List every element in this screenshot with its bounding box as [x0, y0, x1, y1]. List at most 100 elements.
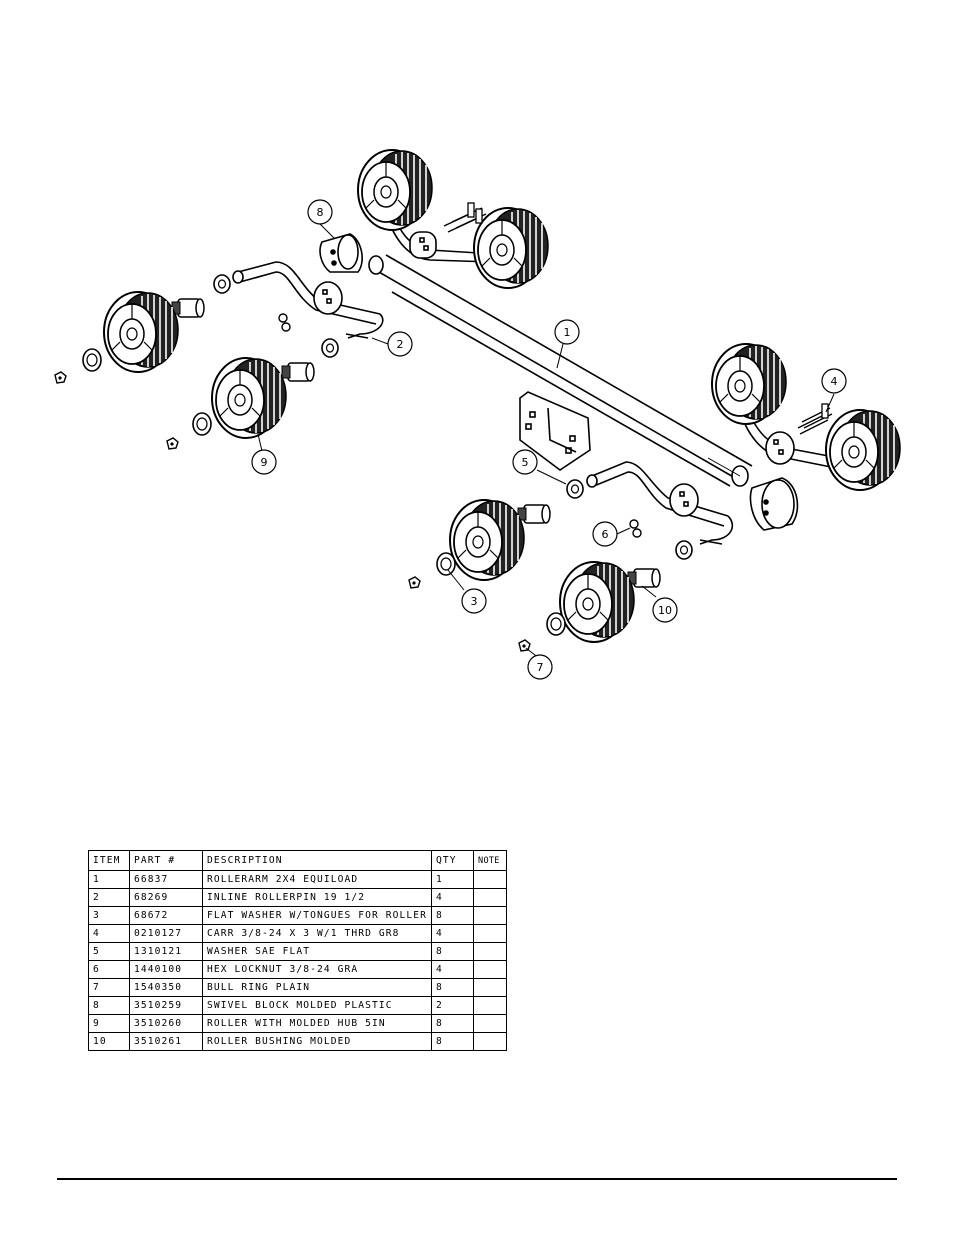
bushing-lower-a — [517, 504, 551, 524]
callout-4: 4 — [821, 368, 847, 394]
cell-description: BULL RING PLAIN — [201, 978, 433, 997]
cell-qty: 8 — [431, 942, 475, 961]
carriage-bolts-upper — [443, 202, 487, 233]
washer-left-mid — [321, 338, 339, 358]
tongue-washer-left-a — [82, 348, 102, 372]
svg-text:1: 1 — [564, 326, 571, 339]
washer-center — [566, 479, 584, 499]
cell-item: 1 — [88, 870, 130, 889]
cell-part: 3510260 — [129, 1014, 203, 1033]
cell-part: 3510261 — [129, 1032, 203, 1051]
header-part: PART # — [129, 850, 203, 871]
svg-text:5: 5 — [522, 456, 529, 469]
table-row: 10 3510261 ROLLER BUSHING MOLDED 8 — [88, 1032, 508, 1051]
svg-text:2: 2 — [397, 338, 404, 351]
roller-lower-a — [449, 499, 525, 581]
cell-description: INLINE ROLLERPIN 19 1/2 — [201, 888, 433, 907]
cell-qty: 4 — [431, 960, 475, 979]
cell-part: 1310121 — [129, 942, 203, 961]
cell-item: 8 — [88, 996, 130, 1015]
callout-5: 5 — [512, 449, 538, 475]
cell-qty: 8 — [431, 978, 475, 997]
cell-qty: 4 — [431, 888, 475, 907]
cell-part: 1440100 — [129, 960, 203, 979]
bull-ring-left-a — [54, 371, 67, 384]
cell-description: ROLLER WITH MOLDED HUB 5IN — [201, 1014, 433, 1033]
parts-list-table: ITEM PART # DESCRIPTION QTY NOTE 1 66837… — [88, 850, 508, 1051]
bull-ring-left-b — [166, 437, 179, 450]
washer-lower-right — [675, 540, 693, 560]
footer-rule — [57, 1178, 897, 1180]
cell-qty: 1 — [431, 870, 475, 889]
cell-note — [473, 1032, 508, 1051]
callout-6: 6 — [592, 521, 618, 547]
callout-1: 1 — [554, 319, 580, 345]
header-qty: QTY — [431, 850, 475, 871]
washer-left-top — [213, 274, 231, 294]
cell-note — [473, 960, 508, 979]
cell-item: 2 — [88, 888, 130, 907]
cell-note — [473, 996, 508, 1015]
cell-qty: 2 — [431, 996, 475, 1015]
cell-part: 0210127 — [129, 924, 203, 943]
cell-part: 1540350 — [129, 978, 203, 997]
table-row: 1 66837 ROLLERARM 2X4 EQUILOAD 1 — [88, 870, 508, 889]
cell-description: ROLLER BUSHING MOLDED — [201, 1032, 433, 1051]
cell-qty: 8 — [431, 1032, 475, 1051]
cell-description: FLAT WASHER W/TONGUES FOR ROLLER — [201, 906, 433, 925]
roller-upper-a — [357, 149, 433, 231]
roller-left-a — [103, 291, 179, 373]
lower-roller-arm — [586, 461, 734, 545]
roller-right-b — [825, 409, 901, 491]
cell-part: 66837 — [129, 870, 203, 889]
cell-note — [473, 1014, 508, 1033]
table-row: 7 1540350 BULL RING PLAIN 8 — [88, 978, 508, 997]
cell-note — [473, 906, 508, 925]
cell-item: 5 — [88, 942, 130, 961]
cell-item: 6 — [88, 960, 130, 979]
roller-right-a — [711, 343, 787, 425]
callout-3: 3 — [461, 588, 487, 614]
callout-10: 10 — [652, 597, 678, 623]
cell-description: ROLLERARM 2X4 EQUILOAD — [201, 870, 433, 889]
bushing-left-a — [171, 298, 205, 318]
table-row: 5 1310121 WASHER SAE FLAT 8 — [88, 942, 508, 961]
cell-qty: 8 — [431, 1014, 475, 1033]
bushing-left-b — [281, 362, 315, 382]
cell-description: CARR 3/8-24 X 3 W/1 THRD GR8 — [201, 924, 433, 943]
table-header-row: ITEM PART # DESCRIPTION QTY NOTE — [88, 850, 508, 871]
header-item: ITEM — [88, 850, 130, 871]
table-row: 3 68672 FLAT WASHER W/TONGUES FOR ROLLER… — [88, 906, 508, 925]
roller-upper-b — [473, 207, 549, 289]
cell-item: 7 — [88, 978, 130, 997]
cell-description: HEX LOCKNUT 3/8-24 GRA — [201, 960, 433, 979]
cell-item: 10 — [88, 1032, 130, 1051]
bushing-lower-b — [627, 568, 661, 588]
table-row: 2 68269 INLINE ROLLERPIN 19 1/2 4 — [88, 888, 508, 907]
cell-item: 4 — [88, 924, 130, 943]
swivel-block-lower — [749, 477, 799, 531]
roller-arm-tube — [368, 254, 753, 487]
svg-text:7: 7 — [537, 661, 544, 674]
svg-text:4: 4 — [831, 375, 838, 388]
swivel-block-upper — [319, 233, 363, 273]
locknuts-left — [278, 313, 291, 332]
roller-lower-b — [559, 561, 635, 643]
cell-description: SWIVEL BLOCK MOLDED PLASTIC — [201, 996, 433, 1015]
cell-part: 3510259 — [129, 996, 203, 1015]
tongue-washer-lower-b — [546, 612, 566, 636]
callout-8: 8 — [307, 199, 333, 225]
locknuts-lower — [629, 519, 642, 538]
cell-note — [473, 978, 508, 997]
bull-ring-lower-a — [408, 576, 421, 589]
callout-2: 2 — [387, 331, 413, 357]
svg-text:9: 9 — [261, 456, 268, 469]
cell-qty: 4 — [431, 924, 475, 943]
table-row: 6 1440100 HEX LOCKNUT 3/8-24 GRA 4 — [88, 960, 508, 979]
cell-qty: 8 — [431, 906, 475, 925]
table-row: 8 3510259 SWIVEL BLOCK MOLDED PLASTIC 2 — [88, 996, 508, 1015]
table-row: 4 0210127 CARR 3/8-24 X 3 W/1 THRD GR8 4 — [88, 924, 508, 943]
cell-note — [473, 924, 508, 943]
cell-item: 3 — [88, 906, 130, 925]
svg-text:3: 3 — [471, 595, 478, 608]
